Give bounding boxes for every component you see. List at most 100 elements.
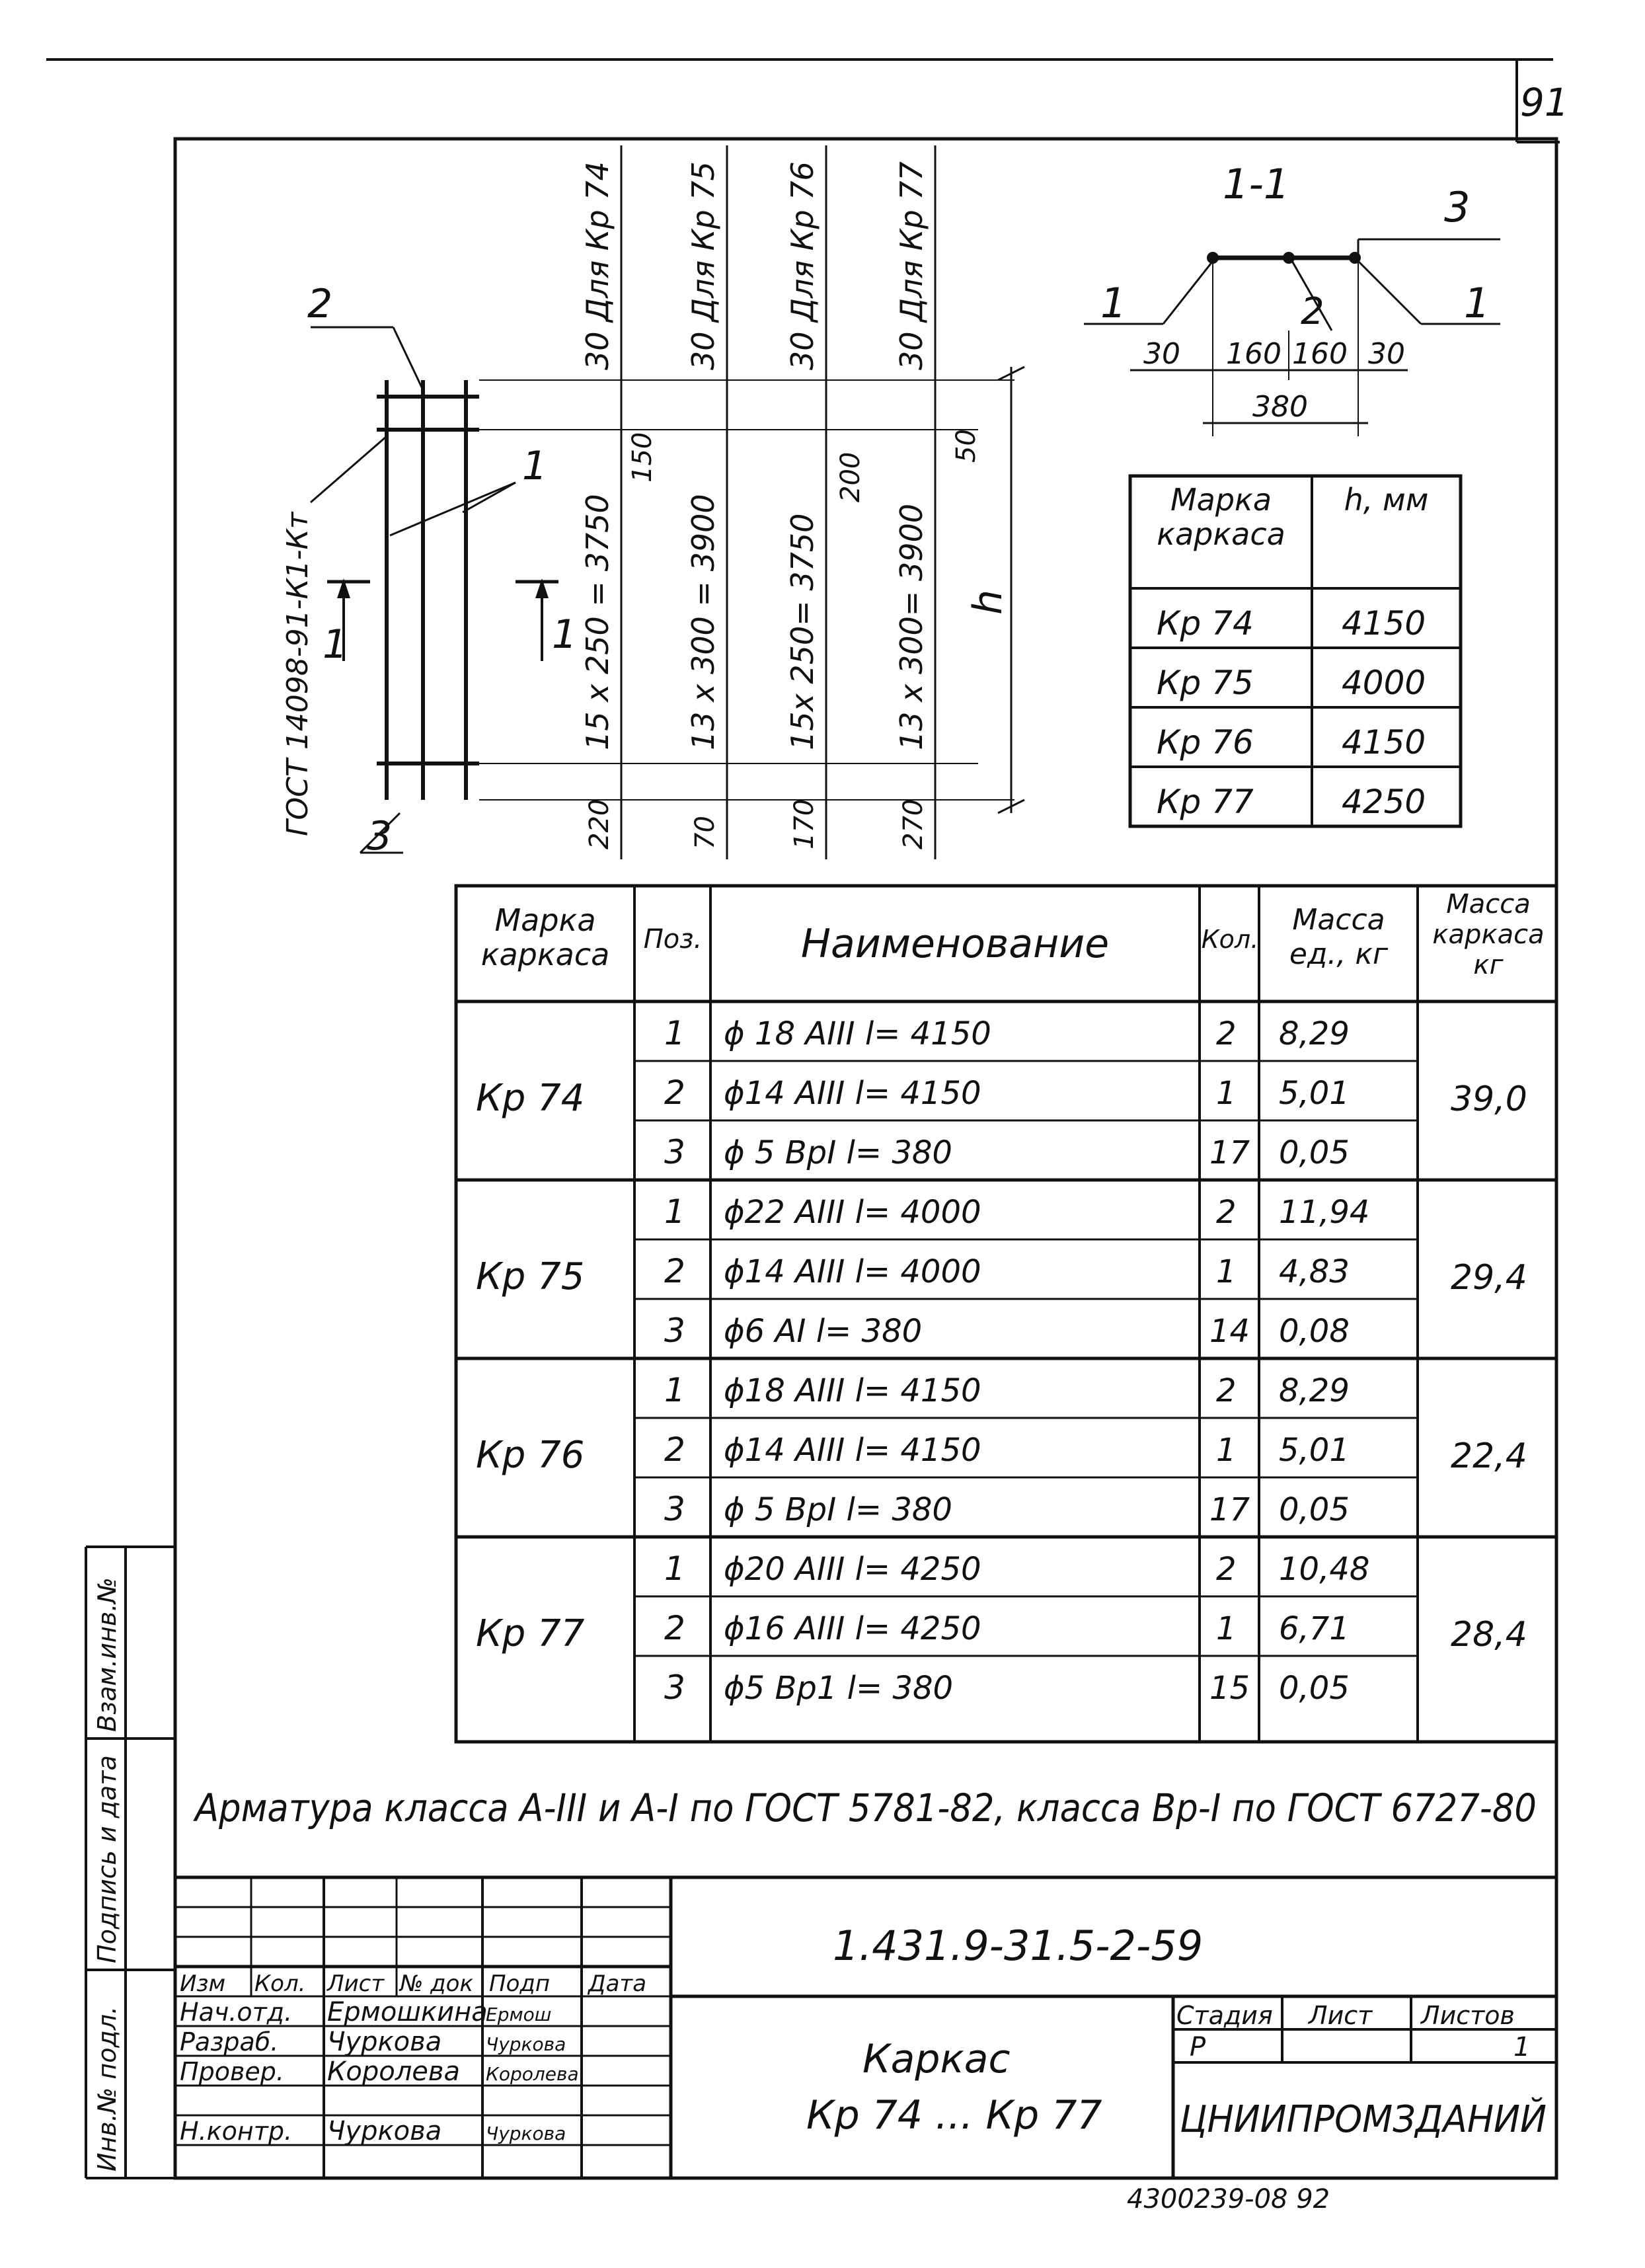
title-line-2: Кр 74 ... Кр 77 bbox=[806, 2092, 1102, 2138]
role-2-sign: Чуркова bbox=[486, 2033, 566, 2055]
gost-label: ГОСТ 14098-91-К1-Кт bbox=[281, 511, 315, 836]
h-table bbox=[1128, 474, 1463, 828]
spec-g3-r2-mass: 5,01 bbox=[1279, 1432, 1350, 1469]
spec-group-4-mark: Кр 77 bbox=[476, 1612, 585, 1655]
callout-2-elevation: 2 bbox=[307, 281, 332, 327]
spec-g1-r2-name: ϕ14 АIII l= 4150 bbox=[724, 1075, 981, 1112]
spec-header-cage-mass: Масса каркаса кг bbox=[1432, 889, 1545, 980]
dim-col-1-top: 30 Для Кр 74 bbox=[580, 161, 615, 370]
h-row-3-value: 4150 bbox=[1342, 723, 1426, 762]
spec-group-3-mark: Кр 76 bbox=[476, 1434, 584, 1477]
sheets-value: 1 bbox=[1513, 2032, 1530, 2062]
role-1-sign: Ермош bbox=[486, 2004, 551, 2025]
spec-g2-r1-pos: 1 bbox=[664, 1193, 685, 1231]
doc-code: 1.431.9-31.5-2-59 bbox=[833, 1922, 1203, 1970]
spec-group-4-total: 28,4 bbox=[1451, 1615, 1527, 1655]
spec-group-2-mark: Кр 75 bbox=[476, 1255, 584, 1298]
dim-col-1-bottom: 220 bbox=[584, 799, 615, 849]
role-5-name: Чуркова bbox=[327, 2116, 441, 2146]
section-dim-4: 30 bbox=[1368, 337, 1405, 371]
spec-g1-r2-mass: 5,01 bbox=[1279, 1075, 1350, 1112]
spec-g3-r3-qty: 17 bbox=[1209, 1491, 1250, 1528]
section-dim-1: 30 bbox=[1143, 337, 1180, 371]
h-row-2-mark: Кр 75 bbox=[1157, 664, 1254, 702]
spec-g1-r1-name: ϕ 18 АIII l= 4150 bbox=[724, 1015, 991, 1052]
dim-col-1-gap: 150 bbox=[627, 432, 658, 483]
spec-header-qty: Кол. bbox=[1201, 925, 1259, 954]
role-1: Нач.отд. bbox=[180, 1998, 292, 2027]
section-mark-left: 1 bbox=[323, 621, 348, 668]
dim-col-2-main: 13 х 300 = 3900 bbox=[685, 494, 721, 750]
dim-col-4-bottom: 270 bbox=[898, 799, 929, 849]
spec-header-pos: Поз. bbox=[643, 924, 703, 955]
spec-g4-r2-name: ϕ16 АIII l= 4250 bbox=[724, 1610, 981, 1647]
spec-g4-r1-pos: 1 bbox=[664, 1549, 685, 1588]
stage-value: Р bbox=[1190, 2032, 1206, 2062]
section-callout-1-left: 1 bbox=[1100, 279, 1126, 327]
dim-col-3-main: 15х 250= 3750 bbox=[784, 514, 820, 750]
spec-g3-r3-mass: 0,05 bbox=[1279, 1491, 1350, 1528]
title-block-grid bbox=[175, 1875, 1556, 2178]
spec-g2-r2-qty: 1 bbox=[1216, 1253, 1237, 1290]
h-row-1-mark: Кр 74 bbox=[1157, 604, 1254, 643]
col-header-list: Лист bbox=[326, 1971, 385, 1997]
role-2: Разраб. bbox=[180, 2027, 278, 2056]
dim-col-4-top: 30 Для Кр 77 bbox=[894, 161, 929, 370]
cage-elevation bbox=[310, 326, 558, 854]
spec-g3-r3-pos: 3 bbox=[664, 1490, 685, 1528]
spec-g1-r1-pos: 1 bbox=[664, 1014, 685, 1052]
spec-g4-r2-qty: 1 bbox=[1216, 1610, 1237, 1647]
side-inv-original: Инв.№ подл. bbox=[93, 2006, 122, 2171]
height-label: h bbox=[965, 590, 1011, 615]
spec-header-name: Наименование bbox=[800, 921, 1110, 967]
role-3-sign: Королева bbox=[486, 2063, 579, 2085]
footer-stamp: 4300239-08 92 bbox=[1127, 2184, 1330, 2214]
spec-g2-r2-pos: 2 bbox=[664, 1252, 685, 1290]
h-row-3-mark: Кр 76 bbox=[1157, 723, 1254, 762]
spec-g1-r3-mass: 0,05 bbox=[1279, 1134, 1350, 1171]
spec-g4-r1-name: ϕ20 АIII l= 4250 bbox=[724, 1551, 981, 1588]
spec-g1-r3-name: ϕ 5 ВрI l= 380 bbox=[724, 1134, 952, 1171]
col-header-izm: Изм bbox=[180, 1971, 225, 1997]
sheet-header: Лист bbox=[1307, 2001, 1373, 2030]
spec-g4-r2-mass: 6,71 bbox=[1279, 1610, 1350, 1647]
dim-col-4-gap: 50 bbox=[951, 429, 981, 463]
role-5: Н.контр. bbox=[180, 2117, 292, 2146]
spec-g1-r3-qty: 17 bbox=[1209, 1134, 1250, 1171]
callout-3-elevation: 3 bbox=[367, 813, 392, 859]
spec-g2-r1-qty: 2 bbox=[1216, 1194, 1237, 1231]
col-header-sign: Подп bbox=[489, 1971, 550, 1997]
section-callout-1-right: 1 bbox=[1464, 279, 1490, 327]
h-row-1-value: 4150 bbox=[1342, 604, 1426, 643]
dim-col-2-bottom: 70 bbox=[690, 816, 720, 849]
spec-g2-r3-name: ϕ6 АI l= 380 bbox=[724, 1313, 922, 1350]
role-3-name: Королева bbox=[327, 2056, 460, 2087]
h-row-2-value: 4000 bbox=[1342, 664, 1426, 702]
reinforcement-note: Арматура класса А-III и А-I по ГОСТ 5781… bbox=[192, 1785, 1537, 1830]
section-total: 380 bbox=[1252, 390, 1308, 424]
dim-col-3-gap: 200 bbox=[835, 452, 866, 502]
section-dim-2: 160 bbox=[1226, 337, 1282, 371]
spec-g2-r2-name: ϕ14 АIII l= 4000 bbox=[724, 1253, 981, 1290]
spec-g1-r1-mass: 8,29 bbox=[1279, 1015, 1350, 1052]
dim-col-3-bottom: 170 bbox=[789, 799, 820, 849]
dim-col-2-top: 30 Для Кр 75 bbox=[685, 161, 721, 370]
spec-g2-r3-mass: 0,08 bbox=[1279, 1313, 1350, 1350]
spec-g1-r2-pos: 2 bbox=[664, 1074, 685, 1112]
sheet-number: 91 bbox=[1520, 80, 1569, 125]
spec-g1-r3-pos: 3 bbox=[664, 1133, 685, 1171]
side-sign-date: Подпись и дата bbox=[93, 1755, 122, 1963]
spec-table-grid bbox=[454, 884, 1558, 1744]
spec-g4-r1-qty: 2 bbox=[1216, 1551, 1237, 1588]
h-table-header-mark: Марка каркаса bbox=[1157, 483, 1285, 552]
spec-group-3-total: 22,4 bbox=[1451, 1436, 1527, 1476]
section-callout-2: 2 bbox=[1301, 290, 1324, 333]
spec-header-unit-mass: Масса ед., кг bbox=[1289, 903, 1389, 971]
dim-col-3-top: 30 Для Кр 76 bbox=[784, 161, 820, 370]
role-1-name: Ермошкина bbox=[327, 1997, 488, 2027]
spec-g3-r3-name: ϕ 5 ВрI l= 380 bbox=[724, 1491, 952, 1528]
organization: ЦНИИПРОМЗДАНИЙ bbox=[1180, 2098, 1547, 2141]
dimension-grid bbox=[479, 145, 1025, 859]
spec-group-1-total: 39,0 bbox=[1451, 1079, 1527, 1119]
